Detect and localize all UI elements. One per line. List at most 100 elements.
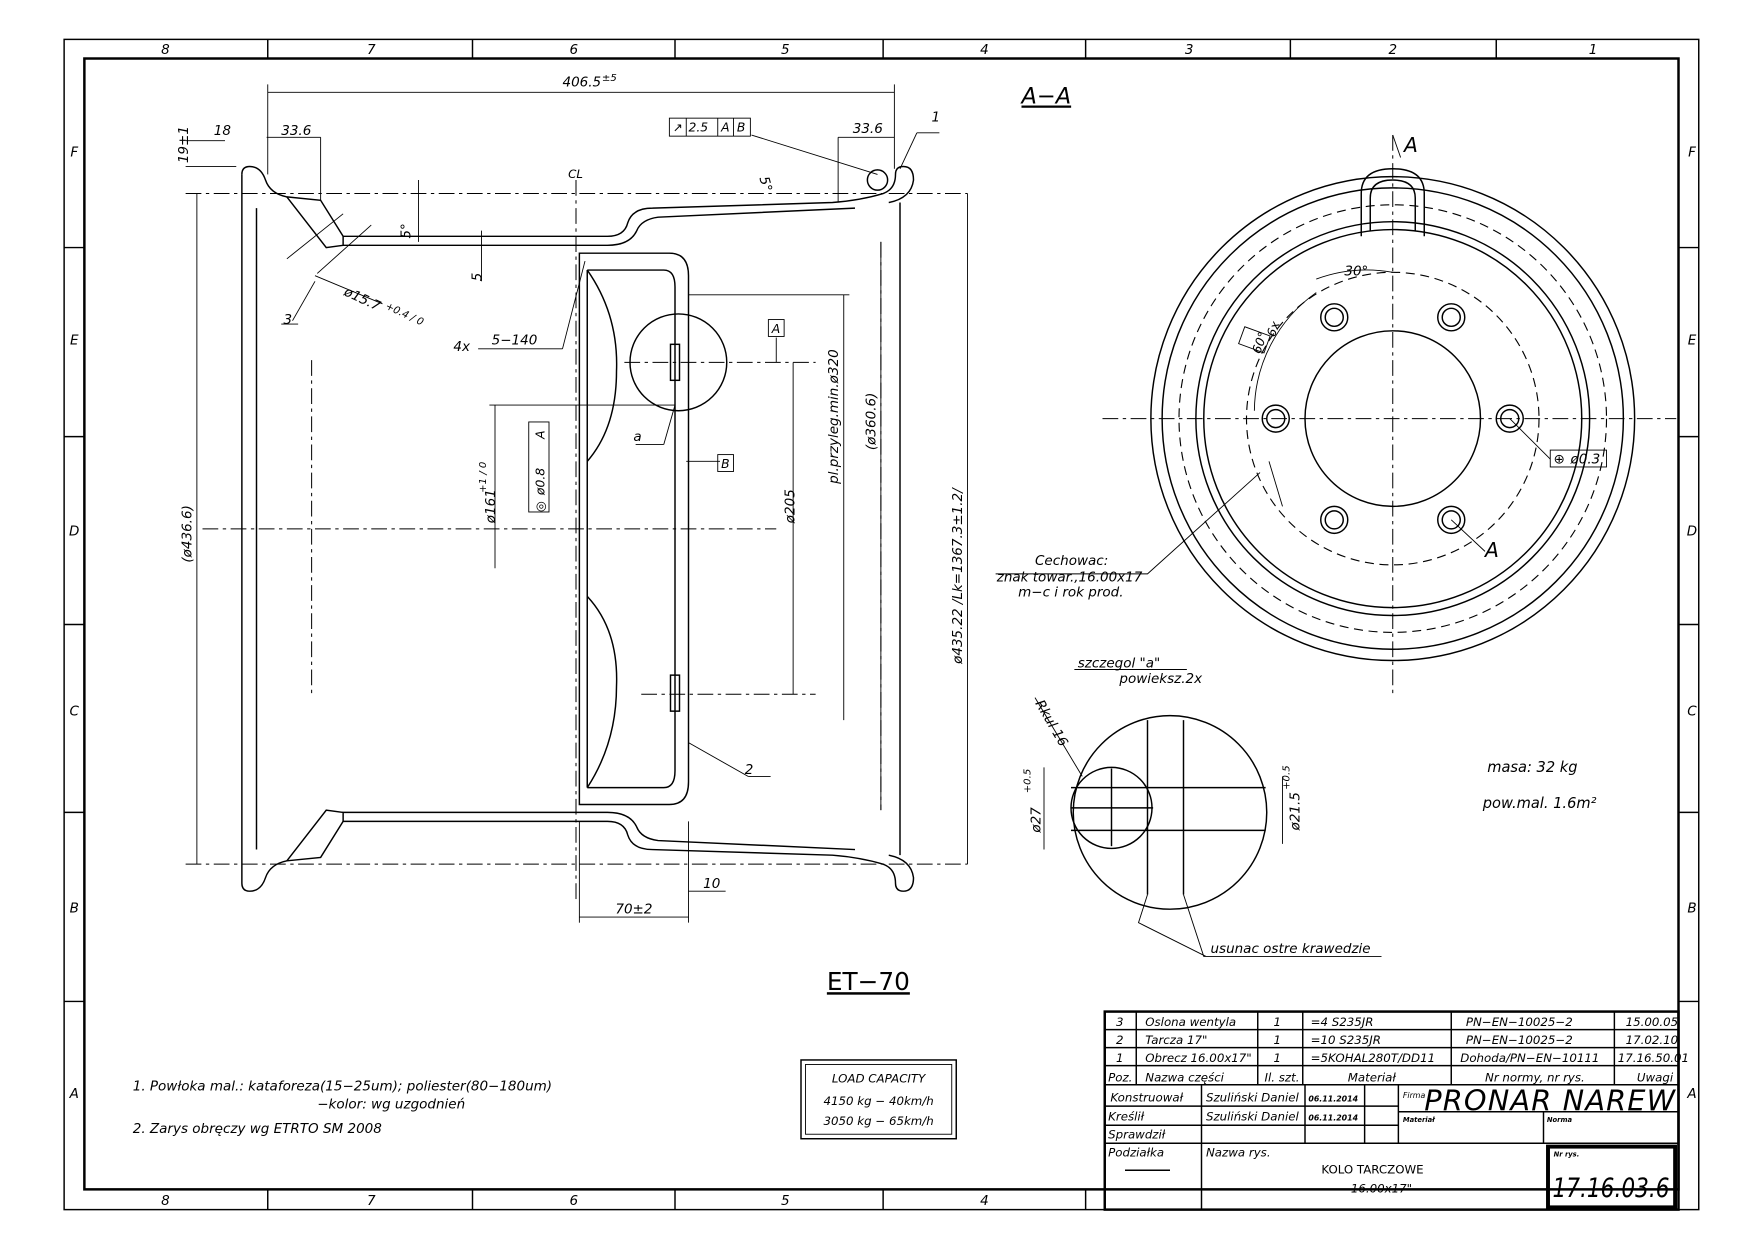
dim-pcd-tol: +1 / 0 — [478, 462, 489, 493]
part-1-poz: 1 — [1116, 1051, 1124, 1065]
load-capacity-line2: 3050 kg − 65km/h — [823, 1114, 933, 1128]
column-label: 5 — [781, 42, 790, 58]
row-label: B — [1687, 901, 1696, 917]
drawing-name: KOLO TARCZOWE — [1321, 1163, 1423, 1177]
cut-marker-a-bottom: A — [1483, 538, 1499, 562]
marking-line2: m−c i rok prod. — [1018, 584, 1123, 600]
row-label: F — [1688, 144, 1696, 160]
header-poz: Poz. — [1108, 1070, 1132, 1084]
detail-d21: ø21.5 — [1287, 792, 1303, 831]
column-label: 4 — [980, 1193, 989, 1209]
row-label: C — [1687, 704, 1697, 720]
column-label: 7 — [367, 42, 376, 58]
row-label: D — [69, 524, 79, 540]
dim-10: 10 — [703, 876, 720, 892]
svg-text:◎: ◎ — [534, 501, 548, 512]
name-label: Nazwa rys. — [1206, 1146, 1271, 1160]
row-label: B — [70, 901, 79, 917]
part-1-note: 17.16.50.01 — [1618, 1051, 1689, 1065]
bolt-holes — [1261, 303, 1524, 535]
marking-title: Cechowac: — [1035, 553, 1108, 569]
callout-3: 3 — [284, 312, 293, 328]
callout-1: 1 — [932, 110, 941, 126]
column-label: 3 — [1185, 42, 1194, 58]
et-label: ET−70 — [827, 967, 910, 996]
row-label: A — [69, 1086, 79, 1102]
dim-d435: ø435.22 /Lk=1367.3±1.2/ — [950, 487, 966, 665]
drawn-by: Szuliński Daniel — [1206, 1110, 1300, 1124]
designed-date: 06.11.2014 — [1308, 1095, 1358, 1104]
part-2-norm: PN−EN−10025−2 — [1466, 1033, 1573, 1047]
callout-detail-a: a — [633, 429, 641, 445]
dim-d360: (ø360.6) — [863, 393, 879, 450]
drawing-frame: 8 7 6 5 4 3 2 1 8 7 6 5 4 F E D C B A F … — [63, 38, 1700, 1211]
drawing-number-label: Nr rys. — [1554, 1151, 1580, 1159]
hole-count: 6x — [1264, 319, 1283, 339]
runout-tolerance-frame: ↗ 2.5 A B — [668, 117, 751, 137]
load-capacity-title: LOAD CAPACITY — [832, 1071, 926, 1085]
datum-a: A — [771, 322, 780, 336]
wheel-side-section: 406.5 ±5 18 33.6 33.6 19±1 5° 5° 5 ø15.7… — [176, 73, 968, 996]
column-label: 6 — [569, 42, 578, 58]
dim-angle-right: 5° — [756, 175, 775, 194]
row-label: F — [70, 144, 78, 160]
part-3-material: =4 S235JR — [1311, 1015, 1374, 1029]
cut-marker-a-top: A — [1402, 133, 1418, 157]
part-1-qty: 1 — [1274, 1051, 1282, 1065]
detail-radius: Rkul 16 — [1032, 697, 1071, 749]
row-label: A — [1686, 1086, 1696, 1102]
dim-centre-bore: ø205 — [782, 489, 798, 524]
detail-note: usunac ostre krawedzie — [1211, 941, 1371, 957]
dim-pcd-320: pl.przyleg.min.ø320 — [826, 349, 842, 485]
header-norm: Nr normy, nr rys. — [1485, 1070, 1585, 1084]
centerline-mark: CL — [568, 167, 583, 181]
part-2-material: =10 S235JR — [1311, 1033, 1381, 1047]
position-symbol: ⊕ — [1554, 452, 1565, 468]
angle-30: 30° — [1344, 264, 1368, 280]
dim-offset: 70±2 — [615, 902, 652, 918]
part-2-poz: 2 — [1116, 1033, 1124, 1047]
load-capacity-box: LOAD CAPACITY 4150 kg − 40km/h 3050 kg −… — [800, 1059, 957, 1140]
column-label: 8 — [161, 1193, 170, 1209]
load-capacity-line1: 4150 kg − 40km/h — [823, 1094, 933, 1108]
dim-height-19: 19±1 — [176, 126, 192, 163]
note-1: 1. Powłoka mal.: kataforeza(15−25um); po… — [133, 1078, 552, 1094]
part-1-norm: Dohoda/PN−EN−10111 — [1460, 1051, 1599, 1065]
column-label: 7 — [367, 1193, 376, 1209]
row-label: C — [70, 704, 80, 720]
paint-area-text: pow.mal. 1.6m² — [1482, 795, 1597, 812]
drawn-date: 06.11.2014 — [1308, 1114, 1358, 1123]
wheel-front-view: A−A A A 30° 60° 6x ⊕ ø0.3 — [995, 84, 1677, 698]
drawn-label: Kreślił — [1108, 1110, 1145, 1124]
detail-title: szczegol "a" — [1078, 655, 1160, 671]
detail-a-view: szczegol "a" powieksz.2x Rkul 16 ø27 +0.… — [1023, 655, 1382, 957]
dim-hole-tol: +0.4 / 0 — [383, 301, 425, 328]
dim-5: 5 — [470, 273, 486, 282]
row-label: E — [70, 332, 79, 348]
marking-line1: znak towar.,16.00x17 — [996, 570, 1143, 586]
part-2-qty: 1 — [1274, 1033, 1282, 1047]
designed-label: Konstruował — [1110, 1091, 1183, 1105]
note-2: 2. Zarys obręczy wg ETRTO SM 2008 — [133, 1121, 382, 1137]
dim-18: 18 — [214, 123, 231, 139]
part-3-poz: 3 — [1116, 1015, 1124, 1029]
detail-d27: ø27 — [1029, 807, 1045, 834]
weld-count: 4x — [453, 339, 471, 355]
detail-d21-tol: +0.5 — [1281, 765, 1292, 790]
part-2-name: Tarcza 17" — [1145, 1033, 1207, 1047]
bolt-position-tol: ø0.3 — [1570, 452, 1601, 468]
part-1-name: Obrecz 16.00x17" — [1145, 1051, 1252, 1065]
weld-size: 5−140 — [492, 332, 538, 348]
mass-text: masa: 32 kg — [1487, 759, 1577, 776]
svg-text:ø0.8: ø0.8 — [534, 468, 548, 496]
part-1-material: =5KOHAL280T/DD11 — [1311, 1051, 1435, 1065]
material-label: Materiał — [1403, 1116, 1436, 1124]
firm-label: Firma — [1403, 1091, 1426, 1100]
header-name: Nazwa części — [1145, 1070, 1224, 1084]
detail-scale: powieksz.2x — [1118, 671, 1203, 687]
part-3-qty: 1 — [1274, 1015, 1282, 1029]
dim-overall-width: 406.5 — [563, 75, 602, 91]
norm-label: Norma — [1547, 1116, 1573, 1124]
dim-overall-width-tol: ±5 — [602, 73, 617, 84]
